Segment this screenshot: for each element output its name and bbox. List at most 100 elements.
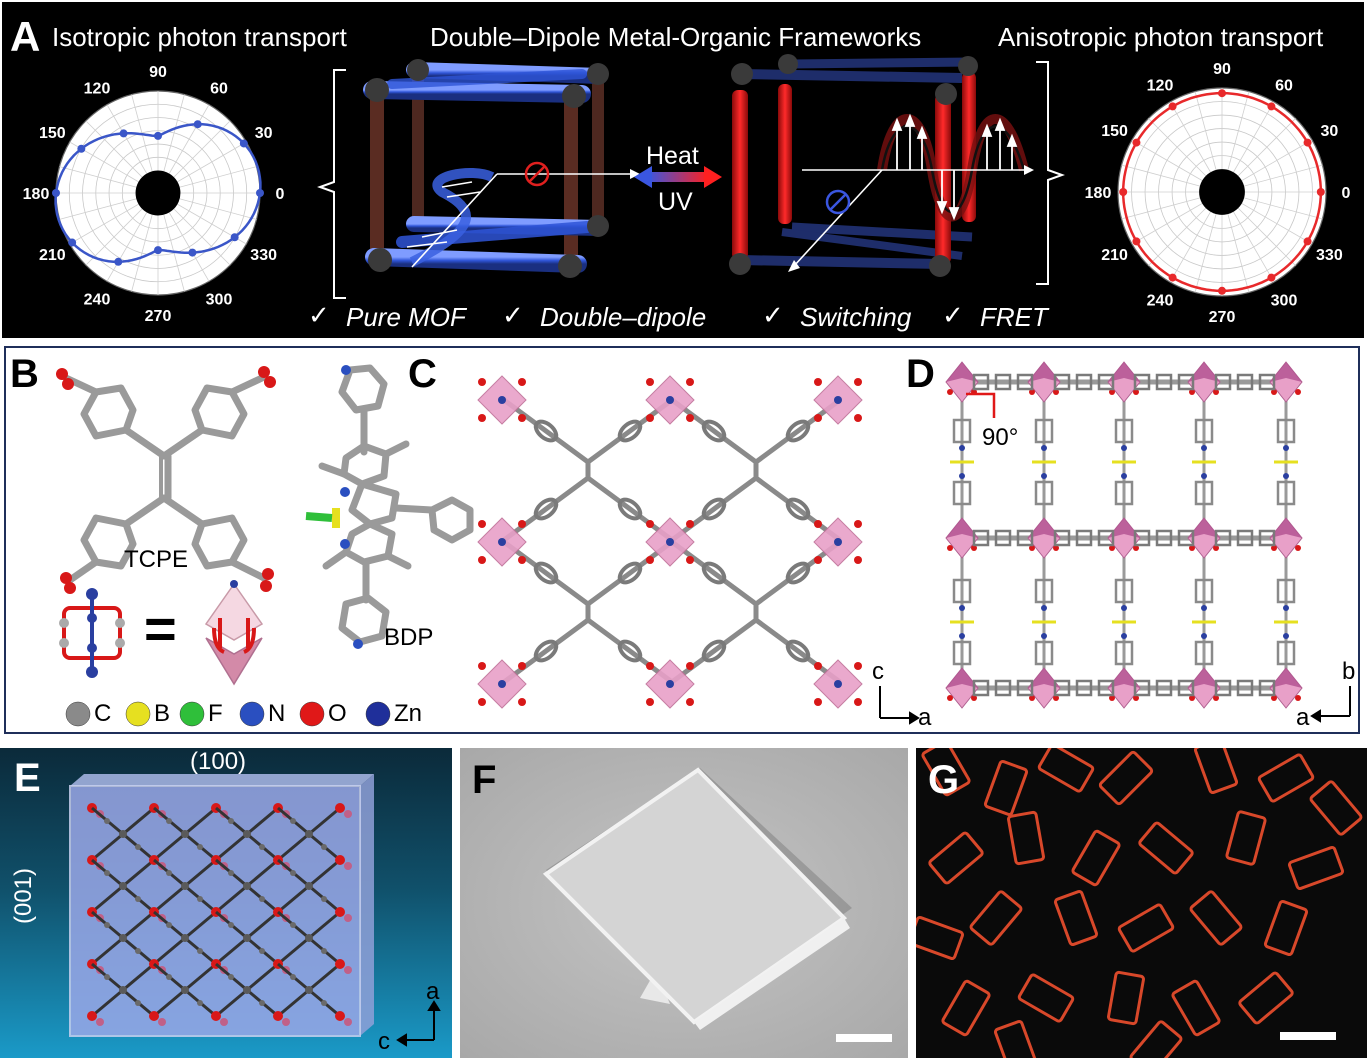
oxygen-atom [478, 520, 486, 528]
crystal [993, 1020, 1039, 1058]
lattice-carbon [166, 922, 172, 928]
iso-data-point [119, 129, 128, 138]
phenyl-ring [617, 497, 643, 521]
pyridine-ring [1034, 578, 1054, 604]
legend-sphere-Zn [365, 701, 391, 727]
lattice-oxygen [335, 855, 345, 865]
linker-arm [502, 475, 590, 543]
zn-node-top [1108, 518, 1140, 538]
iso-tick-0: 0 [276, 186, 285, 203]
crystal [1263, 900, 1309, 956]
zn-node-top [1188, 362, 1220, 382]
linker-arm [502, 539, 590, 607]
oxygen-atom [1133, 695, 1139, 701]
aniso-data-point [1218, 286, 1226, 295]
lattice-carbon [119, 986, 127, 994]
pyridine-ring [952, 640, 972, 666]
oxygen-atom [947, 389, 953, 395]
zn-atom [498, 680, 506, 688]
panel-d-axes [1310, 686, 1351, 723]
crystal [928, 831, 984, 885]
oxygen-atom [646, 556, 654, 564]
panels-bcd-graphics [56, 361, 1351, 727]
oxygen-atom [646, 662, 654, 670]
crystal [1098, 750, 1154, 806]
phenyl-ring [533, 561, 559, 585]
oxygen-atom [1213, 545, 1219, 551]
lattice-carbon [243, 830, 251, 838]
lattice-carbon [243, 882, 251, 890]
phenyl-ring [1177, 373, 1195, 391]
aniso-data-point [1267, 273, 1276, 282]
oxygen-atom [478, 556, 486, 564]
zn-node-top [1270, 668, 1302, 688]
zn-node-top [946, 518, 978, 538]
iso-tick-270: 270 [145, 308, 172, 325]
lattice-carbon [305, 830, 313, 838]
oxygen-atom [947, 695, 953, 701]
pyridine-ring [952, 578, 972, 604]
check-pure-mof: Pure MOF [346, 302, 466, 332]
iso-data-point [154, 131, 162, 140]
aniso-tick-210: 210 [1101, 247, 1128, 264]
check-double-dipole: Double–dipole [540, 302, 707, 332]
oxygen-atom [814, 556, 822, 564]
phenyl-ring [1075, 529, 1093, 547]
aniso-data-point [1168, 273, 1177, 282]
panel-d-axis-a: a [1296, 704, 1310, 731]
legend-label-F: F [208, 700, 223, 727]
zn-atom [498, 396, 506, 404]
panel-c-axis-c: c [872, 658, 884, 685]
oxygen-atom [1133, 389, 1139, 395]
bdp-nitrogen [959, 633, 965, 639]
iso-tick-90: 90 [149, 64, 167, 81]
iso-center-hole [135, 170, 181, 216]
check-mark-1: ✓ [308, 300, 330, 330]
aniso-center-hole [1199, 169, 1245, 215]
crystal [941, 979, 991, 1037]
oxygen-atom [1213, 695, 1219, 701]
iso-tick-240: 240 [84, 292, 111, 309]
panel-b-letter: B [10, 352, 39, 396]
zn-atom [666, 538, 674, 546]
lattice-carbon [290, 974, 296, 980]
angle-label: 90° [982, 424, 1019, 451]
aniso-tick-270: 270 [1209, 309, 1236, 326]
crystal [969, 890, 1023, 946]
pyridine-ring [952, 480, 972, 506]
iso-tick-30: 30 [255, 125, 273, 142]
phenyl-ring [994, 529, 1012, 547]
pyridine-ring [1194, 640, 1214, 666]
phenyl-ring [1155, 679, 1173, 697]
pyridine-ring [1114, 418, 1134, 444]
bdp-nitrogen [1041, 473, 1047, 479]
lattice-oxygen [335, 959, 345, 969]
check-mark-4: ✓ [942, 300, 964, 330]
oxygen-atom [518, 662, 526, 670]
heat-uv-arrow [634, 166, 722, 188]
oxygen-atom [518, 556, 526, 564]
zn-node-top [1188, 668, 1220, 688]
aniso-tick-300: 300 [1271, 292, 1298, 309]
panel-c-framework [477, 375, 863, 709]
iso-tick-180: 180 [23, 186, 50, 203]
phenyl-ring [994, 373, 1012, 391]
zn-node-top [1108, 362, 1140, 382]
lattice-carbon [119, 830, 127, 838]
lattice-carbon [228, 870, 234, 876]
oxygen-atom [854, 662, 862, 670]
check-fret: FRET [980, 302, 1048, 332]
oxygen-atom [1213, 389, 1219, 395]
lattice-carbon [259, 844, 265, 850]
panel-c-axes [879, 686, 920, 725]
legend-label-Zn: Zn [394, 700, 423, 727]
phenyl-ring [1097, 679, 1115, 697]
phenyl-ring [701, 419, 727, 443]
phenyl-ring [1133, 373, 1151, 391]
phenyl-ring [1214, 529, 1232, 547]
bdp-nitrogen [1201, 633, 1207, 639]
lattice-carbon [181, 830, 189, 838]
linker-arm [670, 397, 758, 465]
